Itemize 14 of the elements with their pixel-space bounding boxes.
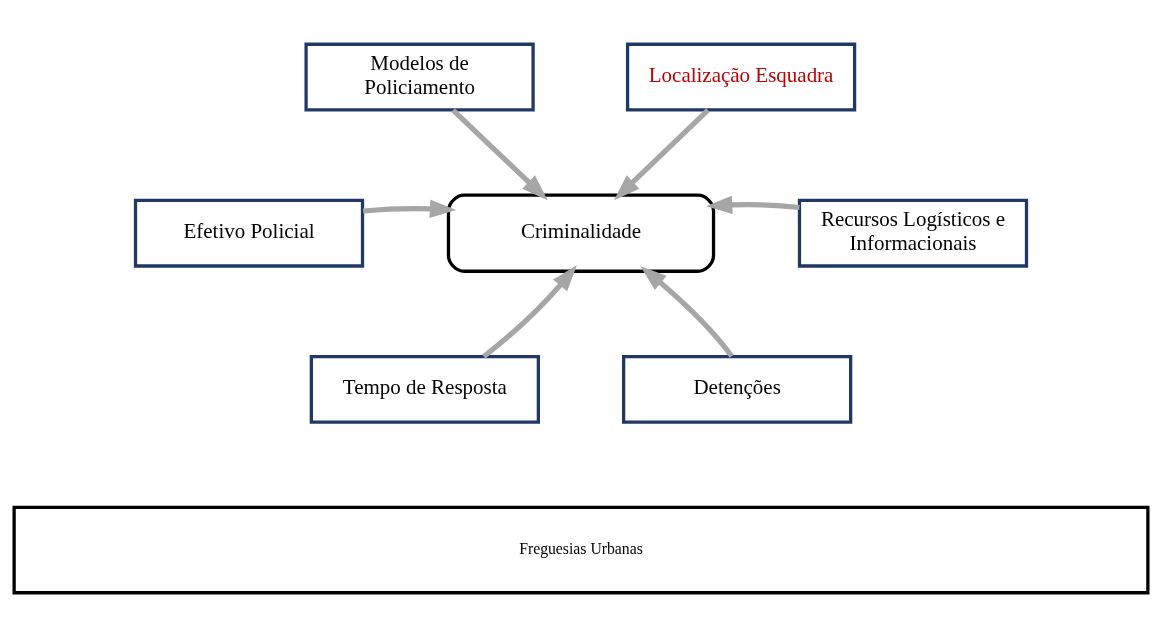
node-box: Detenções (622, 354, 853, 424)
node-box: Tempo de Resposta (309, 354, 540, 424)
arrow (640, 266, 734, 358)
arrow (451, 108, 548, 201)
node-box: Modelos de Policiamento (304, 42, 535, 112)
arrow (362, 199, 457, 218)
arrow (614, 108, 710, 201)
node-box: Freguesias Urbanas (12, 505, 1150, 595)
arrow (706, 195, 800, 215)
node-box: Recursos Logísticos e Informacionais (797, 198, 1029, 268)
node-box: Localização Esquadra (625, 42, 857, 112)
node-box: Criminalidade (446, 193, 716, 273)
node-box: Efetivo Policial (133, 198, 365, 268)
arrow (482, 265, 577, 359)
